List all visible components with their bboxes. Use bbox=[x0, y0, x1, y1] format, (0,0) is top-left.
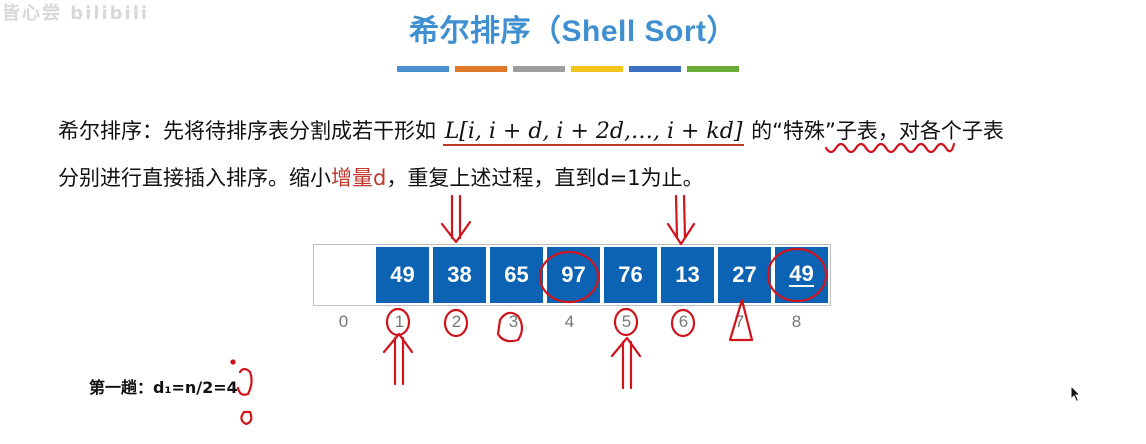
array-index: 7 bbox=[734, 312, 745, 331]
array-cell bbox=[316, 247, 372, 303]
array-index: 8 bbox=[791, 312, 802, 331]
pass-label: 第一趟：d₁=n/2=4 bbox=[89, 378, 238, 397]
down-arrow bbox=[666, 194, 696, 246]
color-bar-segment bbox=[513, 66, 565, 72]
array-cell-value: 27 bbox=[732, 262, 757, 287]
array-cell: 49 bbox=[775, 247, 828, 303]
array-cell-value: 97 bbox=[561, 262, 586, 287]
definition-paragraph: 希尔排序：先将待排序表分割成若干形如 L[i, i + d, i + 2d,…,… bbox=[58, 108, 1118, 201]
array-cell-value: 49 bbox=[390, 262, 415, 287]
paragraph-line2-suffix: ，重复上述过程，直到d=1为止。 bbox=[386, 166, 704, 190]
array-cells: 49 38 65 97 76 13 27 49 bbox=[313, 244, 831, 306]
array-cell: 65 bbox=[490, 247, 543, 303]
title-color-bar bbox=[397, 66, 739, 72]
array-cell: 97 bbox=[547, 247, 600, 303]
mouse-cursor-icon bbox=[1070, 385, 1082, 403]
up-arrow bbox=[382, 332, 414, 386]
color-bar-segment bbox=[629, 66, 681, 72]
circle-mark bbox=[240, 410, 253, 426]
array-index: 4 bbox=[564, 312, 575, 331]
watermark: 皆心尝 bilibili bbox=[2, 3, 150, 24]
circle-mark bbox=[236, 367, 253, 396]
array-cell: 76 bbox=[604, 247, 657, 303]
down-arrow bbox=[440, 194, 472, 244]
color-bar-segment bbox=[571, 66, 623, 72]
color-bar-segment bbox=[455, 66, 507, 72]
array-cell-value: 13 bbox=[675, 262, 700, 287]
array-cell-value: 76 bbox=[618, 262, 643, 287]
array-cell: 13 bbox=[661, 247, 714, 303]
dot-mark bbox=[230, 359, 236, 365]
array-cell-value: 65 bbox=[504, 262, 529, 287]
array-index: 3 bbox=[508, 312, 519, 331]
array-index: 2 bbox=[451, 312, 462, 331]
array-cell: 27 bbox=[718, 247, 771, 303]
array-cell-value: 38 bbox=[447, 262, 472, 287]
color-bar-segment bbox=[397, 66, 449, 72]
sublist-formula: L[i, i + d, i + 2d,…, i + kd] bbox=[442, 119, 745, 146]
array-cell-value: 49 bbox=[789, 261, 814, 287]
array-index: 6 bbox=[678, 312, 689, 331]
slide-title: 希尔排序（Shell Sort） bbox=[408, 15, 738, 48]
array-cell: 38 bbox=[433, 247, 486, 303]
array-index: 0 bbox=[338, 312, 349, 331]
color-bar-segment bbox=[687, 66, 739, 72]
paragraph-prefix: 希尔排序：先将待排序表分割成若干形如 bbox=[58, 119, 436, 143]
array-index: 1 bbox=[394, 312, 405, 331]
paragraph-middle: 的“特殊”子表，对各个子表 bbox=[751, 119, 1004, 143]
array-index: 5 bbox=[621, 312, 632, 331]
up-arrow bbox=[610, 336, 642, 390]
array-cell: 49 bbox=[376, 247, 429, 303]
paragraph-line2-prefix: 分别进行直接插入排序。缩小 bbox=[58, 166, 331, 190]
increment-highlight: 增量d bbox=[331, 166, 387, 190]
